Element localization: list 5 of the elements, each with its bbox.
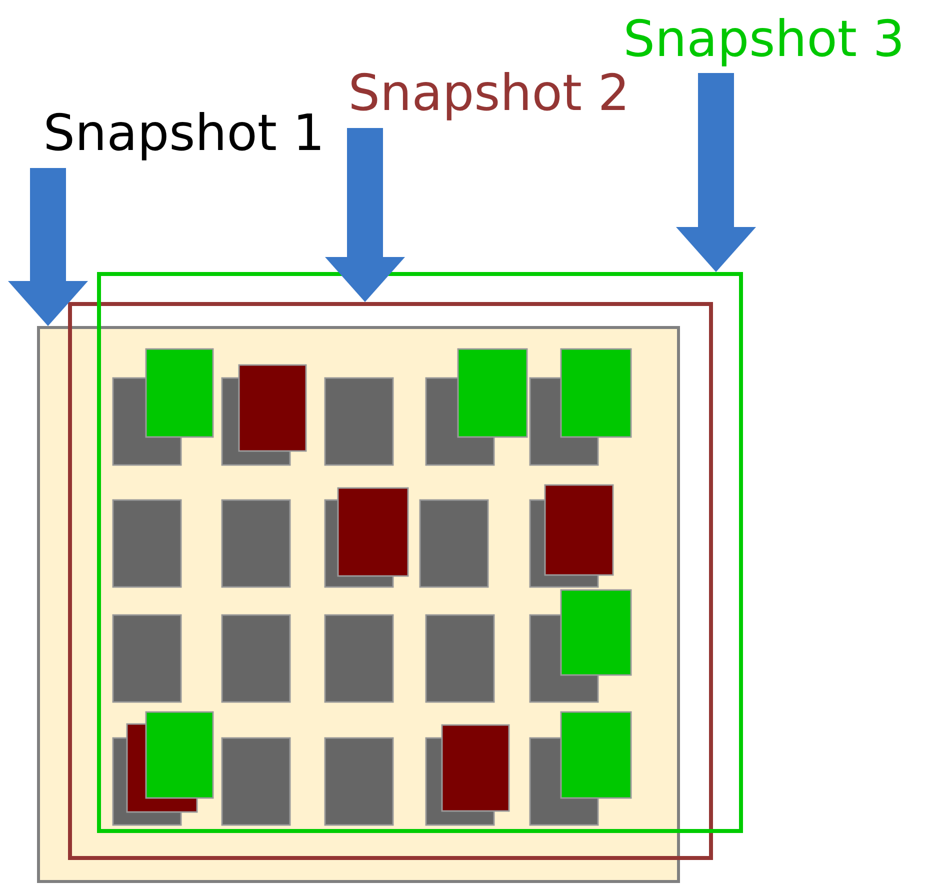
arrow [676, 73, 756, 272]
arrow [325, 128, 405, 302]
snapshot-frame [68, 302, 713, 860]
snapshot-frame [97, 272, 743, 833]
arrow [8, 168, 88, 326]
